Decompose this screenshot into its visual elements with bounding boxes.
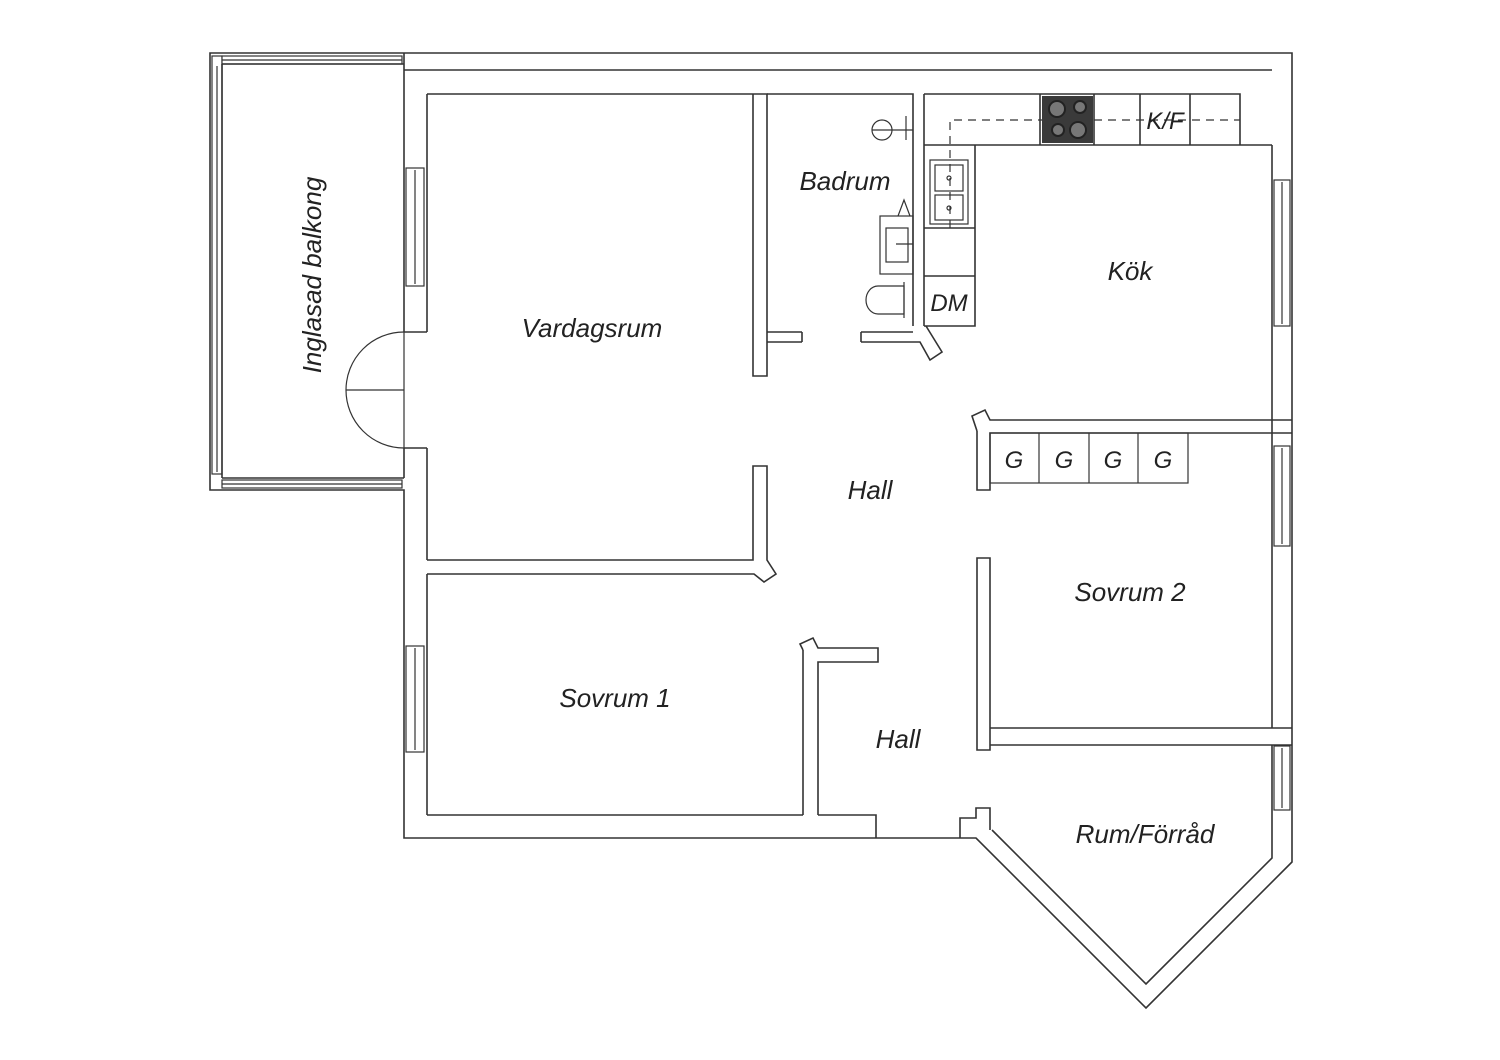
- label-kitchen: Kök: [1108, 256, 1155, 286]
- sink-icon: [879, 198, 914, 275]
- balcony: [211, 53, 425, 489]
- bedroom-1: [405, 574, 879, 815]
- label-balcony: Inglasad balkong: [297, 176, 327, 373]
- label-wardrobe-1: G: [1005, 447, 1024, 474]
- balcony-door: [345, 331, 405, 449]
- living-room: [404, 93, 778, 583]
- shower-icon: [871, 116, 913, 141]
- label-bedroom-2: Sovrum 2: [1074, 577, 1186, 607]
- bedroom-2: [976, 445, 1292, 751]
- label-wardrobe-3: G: [1104, 447, 1123, 474]
- stove-icon: [1042, 96, 1093, 143]
- bathroom: [767, 93, 944, 362]
- fixture-labels: K/F DM G G G G: [930, 108, 1185, 474]
- label-living-room: Vardagsrum: [522, 313, 663, 343]
- wardrobes: [976, 431, 1272, 491]
- kitchen: [924, 93, 1292, 434]
- label-dishwasher: DM: [930, 290, 967, 317]
- label-hall-upper: Hall: [848, 475, 894, 505]
- label-wardrobe-2: G: [1055, 447, 1074, 474]
- label-fridge-freezer: K/F: [1146, 108, 1185, 135]
- label-hall-lower: Hall: [876, 724, 922, 754]
- room-labels: Inglasad balkong Vardagsrum Badrum Kök H…: [297, 166, 1216, 849]
- outer-walls: [209, 52, 1293, 1010]
- label-storage: Rum/Förråd: [1076, 819, 1216, 849]
- storage-room: [959, 745, 1291, 838]
- label-bathroom: Badrum: [799, 166, 890, 196]
- kitchen-sink-icon: [929, 159, 969, 225]
- label-wardrobe-4: G: [1154, 447, 1173, 474]
- label-bedroom-1: Sovrum 1: [559, 683, 670, 713]
- toilet-icon: [865, 282, 905, 318]
